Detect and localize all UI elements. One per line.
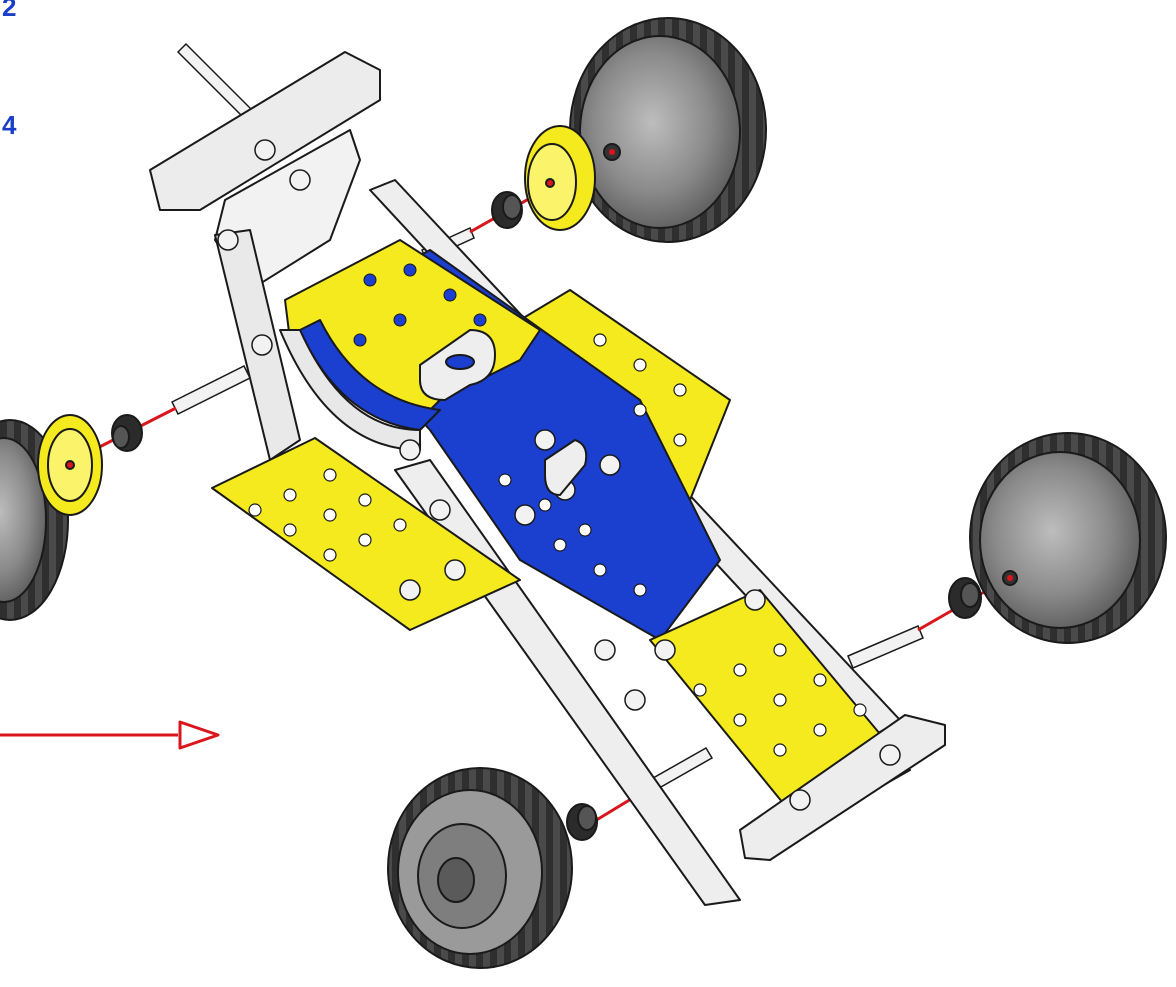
red-outline-arrow-icon: [0, 720, 220, 750]
collar-left: [111, 414, 143, 452]
plate-holes: [248, 333, 867, 757]
step-label-4: 4: [2, 110, 17, 140]
right-axle: [847, 625, 924, 669]
pulley-left: [37, 414, 103, 516]
collar-right: [948, 577, 982, 619]
plate-blue-holes: [353, 263, 487, 347]
wheel-right: [969, 432, 1167, 644]
rear-bracket: [149, 51, 381, 211]
pulley-top: [524, 125, 596, 231]
wheel-top-right: [569, 17, 767, 243]
step-label-2: 2: [2, 0, 17, 22]
wheel-bottom: [387, 767, 573, 969]
left-axle: [170, 364, 252, 416]
chassis: [149, 51, 946, 906]
collar-top: [491, 191, 523, 229]
slotted-plates: [419, 328, 588, 497]
collar-bottom: [566, 803, 598, 841]
